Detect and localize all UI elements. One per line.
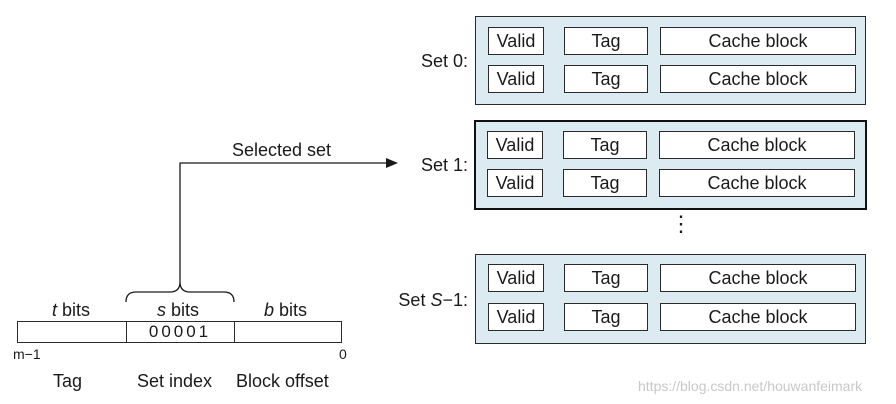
tag-field: Tag (564, 264, 648, 292)
selected-set-line (179, 162, 388, 282)
set-0-label: Set 0: (420, 51, 468, 71)
cache-block: Cache block (659, 169, 855, 197)
cache-block: Cache block (660, 303, 856, 331)
tag-field: Tag (563, 131, 647, 159)
valid-bit: Valid (488, 303, 544, 331)
valid-bit: Valid (487, 169, 543, 197)
valid-bit: Valid (488, 27, 544, 55)
valid-bit: Valid (488, 264, 544, 292)
tag-field: Tag (564, 303, 648, 331)
valid-bit: Valid (487, 131, 543, 159)
s-bits-label: s bits (157, 300, 200, 320)
set-last: Valid Tag Cache block Valid Tag Cache bl… (475, 254, 866, 344)
set-index-field-name: Set index (137, 371, 213, 391)
address-divider-2 (234, 322, 235, 342)
cache-block: Cache block (660, 27, 856, 55)
set-1: Valid Tag Cache block Valid Tag Cache bl… (474, 120, 867, 210)
selected-set-arrowhead (386, 158, 398, 168)
set-index-bits: 00001 (148, 322, 212, 341)
cache-block: Cache block (660, 65, 856, 93)
low-bit-label: 0 (339, 346, 347, 362)
address-divider-1 (126, 322, 127, 342)
set-0: Valid Tag Cache block Valid Tag Cache bl… (475, 16, 866, 105)
set-last-label: Set S−1: (398, 290, 468, 310)
high-bit-label: m−1 (13, 346, 41, 362)
tag-field: Tag (563, 169, 647, 197)
cache-block: Cache block (659, 131, 855, 159)
block-offset-field-name: Block offset (236, 371, 329, 391)
tag-field: Tag (564, 27, 648, 55)
address-bar: 00001 (17, 321, 342, 343)
set-index-brace (125, 281, 235, 303)
selected-set-label: Selected set (232, 140, 332, 160)
valid-bit: Valid (488, 65, 544, 93)
set-1-label: Set 1: (420, 155, 468, 175)
cache-block: Cache block (660, 264, 856, 292)
tag-field: Tag (564, 65, 648, 93)
tag-field-name: Tag (53, 371, 83, 391)
more-sets-ellipsis: ⋮ (670, 211, 692, 236)
watermark: https://blog.csdn.net/houwanfeimark (638, 378, 863, 394)
b-bits-label: b bits (264, 300, 308, 320)
t-bits-label: t bits (52, 300, 91, 320)
